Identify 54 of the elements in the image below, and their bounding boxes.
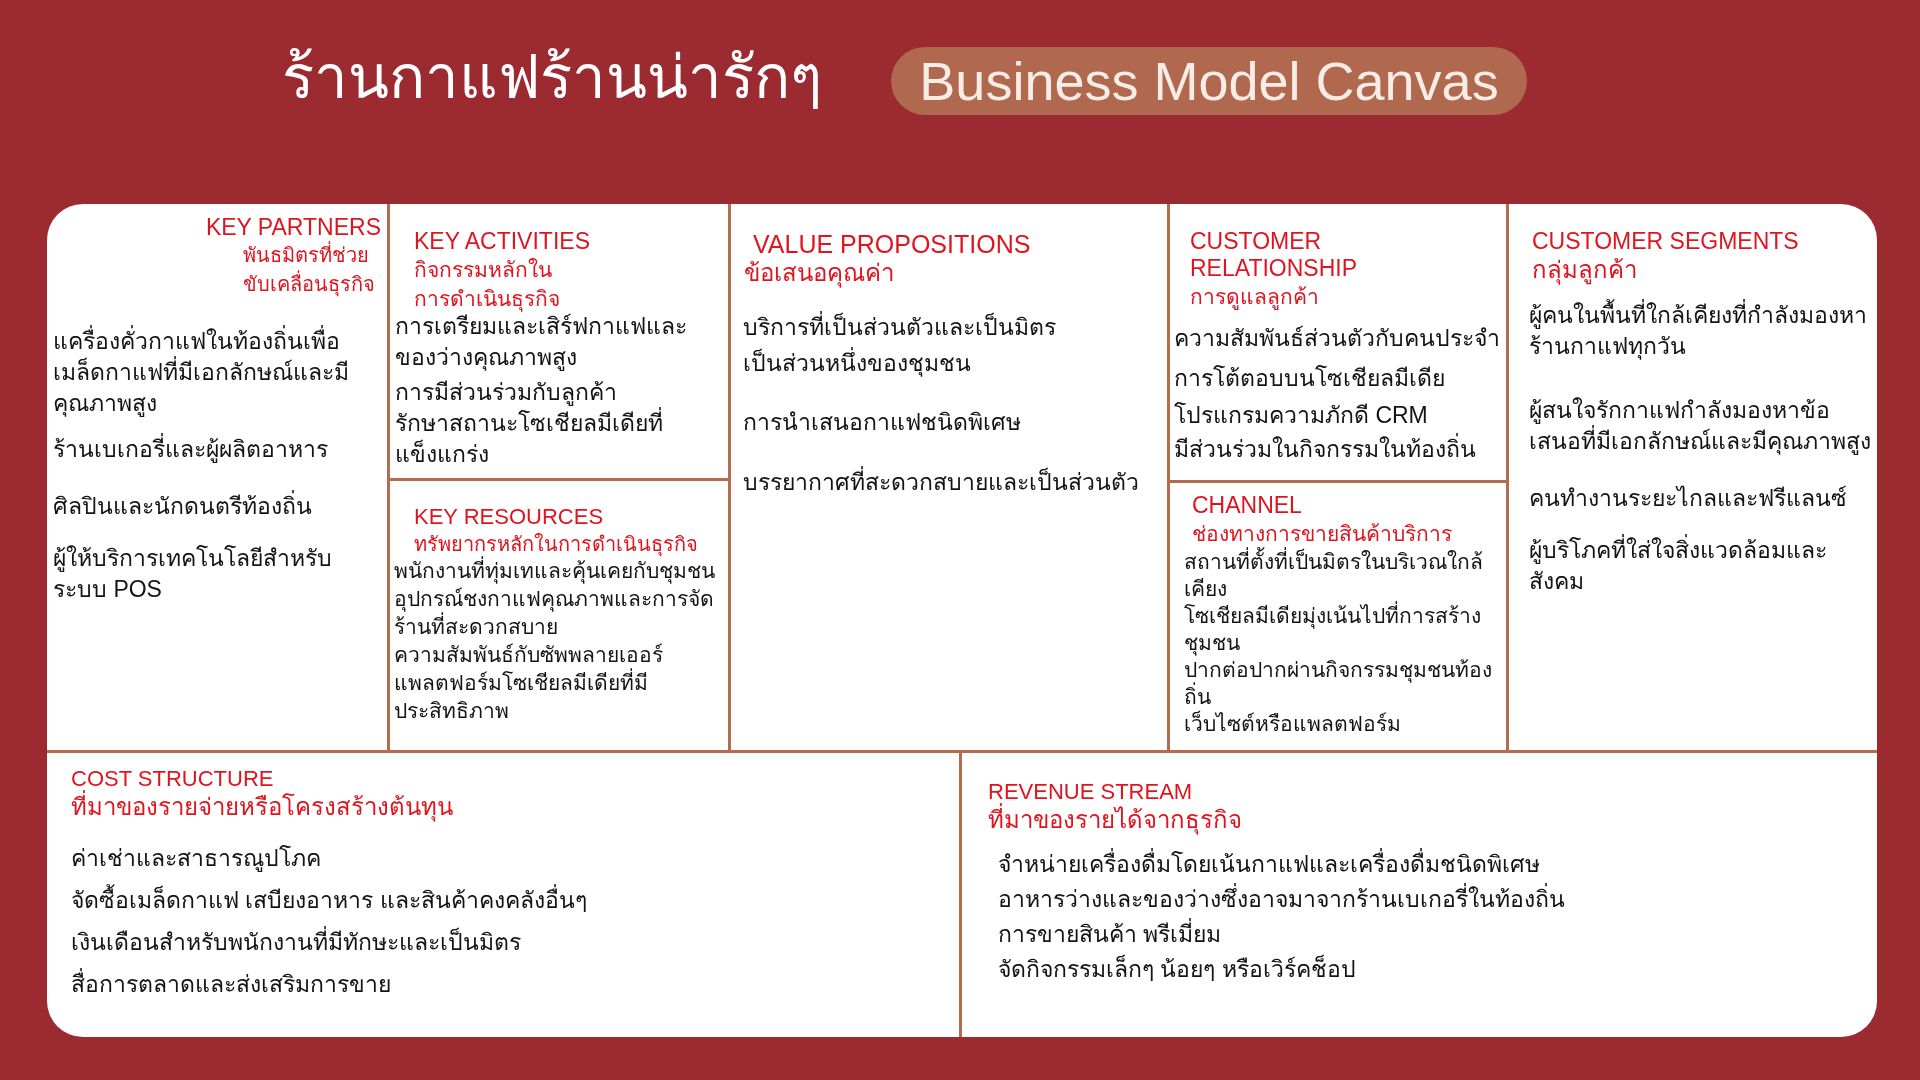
list-item: ผู้ให้บริการเทคโนโลยีสำหรับระบบ POS [53,544,333,604]
list-item: ค่าเช่าและสาธารณูปโภค [71,844,321,874]
list-item: ผู้สนใจรักกาแฟกำลังมองหาข้อเสนอที่มีเอกลักษณ์และมีคุณภาพสูง [1529,396,1872,457]
section-subheading: การดูแลลูกค้า [1190,284,1319,311]
list-item: การโต้ตอบบนโซเชียลมีเดีย [1174,364,1445,393]
section-heading: KEY RESOURCES [414,503,604,530]
list-item: ปากต่อปากผ่านกิจกรรมชุมชนท้องถิ่น [1184,657,1493,710]
list-item: สื่อการตลาดและส่งเสริมการขาย [71,969,391,1000]
section-heading: KEY ACTIVITIES [414,228,590,255]
page-title: ร้านกาแฟร้านน่ารักๆ [282,43,822,113]
list-item: ศิลปินและนักดนตรีท้องถิ่น [53,491,312,522]
section-heading: CHANNEL [1192,492,1302,519]
list-item: บรรยากาศที่สะดวกสบายและเป็นส่วนตัว [743,467,1139,498]
list-item: การเตรียมและเสิร์ฟกาแฟและของว่างคุณภาพสูง [395,312,688,373]
list-item: ร้านเบเกอรี่และผู้ผลิตอาหาร [53,434,328,465]
section-subheading: ที่มาของรายได้จากธุรกิจ [988,805,1242,834]
section-subheading: ช่องทางการขายสินค้าบริการ [1192,521,1452,547]
list-item: เว็บไซต์หรือแพลตฟอร์ม [1184,710,1401,737]
list-item: มีส่วนร่วมในกิจกรรมในท้องถิ่น [1174,434,1476,465]
section-heading: COST STRUCTURE [71,765,274,791]
list-item: แพลตฟอร์มโซเชียลมีเดียที่มีประสิทธิภาพ [394,669,726,725]
list-item: การนำเสนอกาแฟชนิดพิเศษ [743,408,1021,437]
list-item: พนักงานที่ทุ่มเทและคุ้นเคยกับชุมชน [394,557,715,585]
section-heading: CUSTOMER RELATIONSHIP [1190,228,1358,282]
section-subheading: ทรัพยากรหลักในการดำเนินธุรกิจ [414,532,698,557]
list-item: การมีส่วนร่วมกับลูกค้า [395,378,617,406]
section-heading: REVENUE STREAM [988,778,1193,804]
list-item: โปรแกรมความภักดี CRM [1174,401,1428,430]
list-item: ผู้บริโภคที่ใส่ใจสิ่งแวดล้อมและสังคม [1529,535,1872,597]
section-subheading: พันธมิตรที่ช่วยขับเคลื่อนธุรกิจ [243,241,381,299]
list-item: อุปกรณ์ชงกาแฟคุณภาพและการจัดร้านที่สะดวกสบาย [394,586,715,640]
section-subheading: ข้อเสนอคุณค่า [744,258,894,287]
list-item: ความสัมพันธ์กับซัพพลายเออร์ [394,642,663,668]
list-item: บริการที่เป็นส่วนตัวและเป็นมิตร [743,312,1056,343]
list-item: อาหารว่างและของว่างซึ่งอาจมาจากร้านเบเกอรี่ในท้องถิ่น [998,884,1565,915]
section-heading: CUSTOMER SEGMENTS [1532,228,1799,255]
list-item: การขายสินค้า พรีเมี่ยม [998,919,1222,950]
list-item: โซเชียลมีเดียมุ่งเน้นไปที่การสร้างชุมชน [1184,602,1504,656]
list-item: แครื่องคั่วกาแฟในท้องถิ่นเพื่อเมล็ดกาแฟที่มีเอกลักษณ์และมีคุณภาพสูง [53,326,382,419]
list-item: เป็นส่วนหนึ่งของชุมชน [743,348,971,379]
section-subheading: ที่มาของรายจ่ายหรือโครงสร้างต้นทุน [71,792,453,821]
list-item: เงินเดือนสำหรับพนักงานที่มีทักษะและเป็นมิตร [71,927,521,958]
list-item: จำหน่ายเครื่องดื่มโดยเน้นกาแฟและเครื่องดื่มชนิดพิเศษ [998,849,1540,880]
list-item: จัดซื้อเมล็ดกาแฟ เสบียงอาหาร และสินค้าคงคลังอื่นๆ [71,885,587,916]
section-heading: KEY PARTNERS [205,214,381,241]
section-subheading: กลุ่มลูกค้า [1532,255,1637,284]
list-item: สถานที่ตั้งที่เป็นมิตรในบริเวณใกล้เคียง [1184,548,1504,602]
list-item: ความสัมพันธ์ส่วนตัวกับคนประจำ [1174,324,1500,353]
subtitle-pill: Business Model Canvas [891,47,1527,115]
section-subheading: กิจกรรมหลักในการดำเนินธุรกิจ [414,257,561,313]
list-item: คนทำงานระยะไกลและฟรีแลนซ์ [1529,484,1847,513]
list-item: จัดกิจกรรมเล็กๆ น้อยๆ หรือเวิร์คช็อป [998,954,1356,984]
list-item: ผู้คนในพื้นที่ใกล้เคียงที่กำลังมองหาร้านกาแฟทุกวัน [1529,300,1872,362]
section-heading: VALUE PROPOSITIONS [753,231,1031,258]
